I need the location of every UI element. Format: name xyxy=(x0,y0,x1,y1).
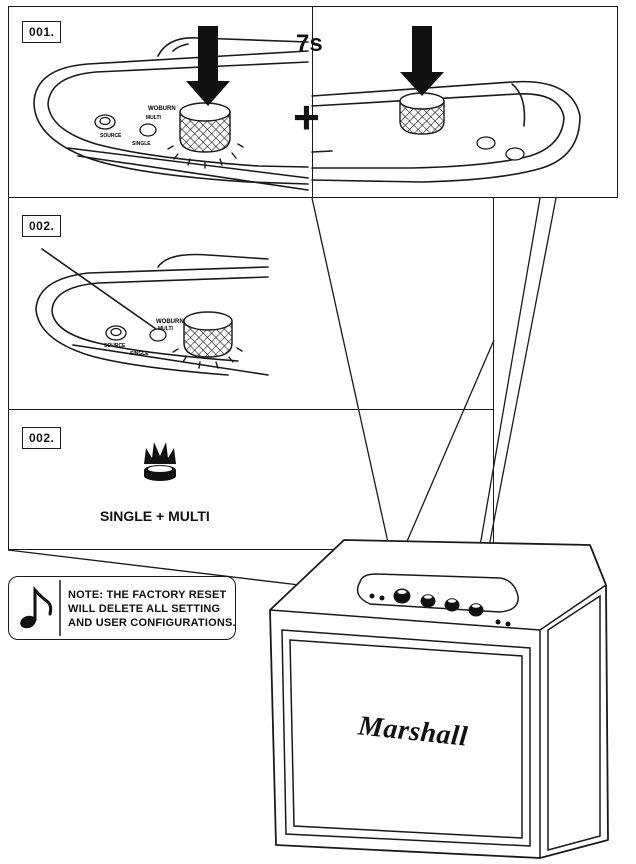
note-line-2: WILL DELETE ALL SETTING xyxy=(68,603,221,615)
step1-right-illustration xyxy=(311,26,581,183)
music-note-icon xyxy=(20,580,61,636)
note-line-1: NOTE: THE FACTORY RESET xyxy=(68,589,227,601)
multi-label-2: MULTI xyxy=(158,326,174,332)
note-line-3: AND USER CONFIGURATIONS. xyxy=(68,617,236,629)
plus-sign: + xyxy=(293,91,320,143)
multi-label: MULTI xyxy=(146,115,162,121)
step3-label: 002. xyxy=(22,427,62,449)
single-label: SINGLE xyxy=(132,141,151,147)
woburn-label: WOBURN xyxy=(148,106,176,112)
note-text: NOTE: THE FACTORY RESET WILL DELETE ALL … xyxy=(68,588,236,630)
hold-duration: 7s xyxy=(296,30,323,57)
step1-label: 001. xyxy=(22,21,62,43)
note-box xyxy=(8,576,236,640)
step1-left-illustration: SOURCE MULTI SINGLE WOBURN xyxy=(33,26,309,191)
step2-illustration: SOURCE MULTI SINGLE WOBURN xyxy=(35,248,269,376)
step2-label: 002. xyxy=(22,215,62,237)
step3-caption: SINGLE + MULTI xyxy=(100,508,210,524)
source-label-2: SOURCE xyxy=(104,343,126,349)
single-label-2: SINGLE xyxy=(130,351,149,357)
source-label: SOURCE xyxy=(100,133,122,139)
woburn-label-2: WOBURN xyxy=(156,319,184,325)
glow-button-icon xyxy=(144,442,176,481)
